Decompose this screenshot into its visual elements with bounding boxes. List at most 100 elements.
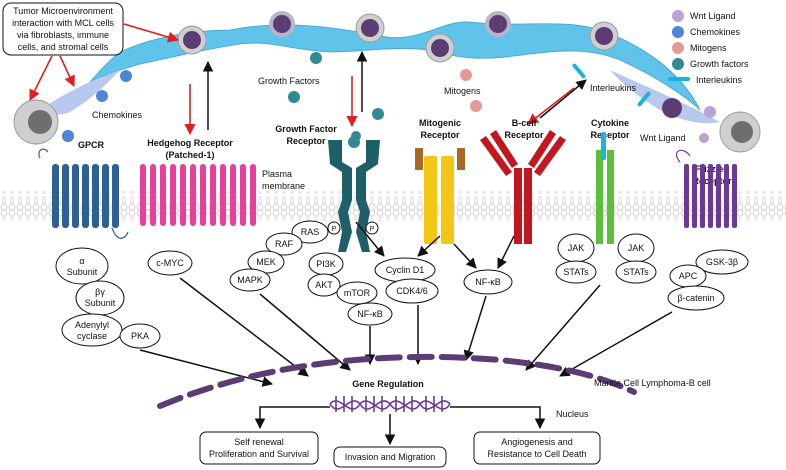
cyclin-d1-node: Cyclin D1 (386, 265, 425, 275)
pink-dot-icon (672, 42, 684, 54)
wnt-signaling: GSK-3β APC β-catenin (667, 249, 749, 311)
raf-node: RAF (275, 239, 294, 249)
note-line-4: cells, and stromal cells (18, 42, 109, 52)
legend-interleukins: Interleukins (696, 75, 743, 85)
mitogenic-label-1: Mitogenic (419, 118, 461, 128)
dna-helix-icon (329, 396, 451, 412)
ras-node: RAS (301, 227, 320, 237)
outcome-arrows (254, 406, 546, 446)
nfkb-node-2: NF-κB (475, 277, 501, 287)
pka-node: PKA (131, 331, 149, 341)
hedgehog-label-2: (Patched-1) (165, 150, 214, 160)
chemokines-label: Chemokines (92, 110, 143, 120)
phospho-left: P (327, 221, 341, 235)
mcl-cell-label: Mantle Cell Lymphoma-B cell (594, 378, 711, 388)
legend-mitogens: Mitogens (690, 43, 727, 53)
invasion-label: Invasion and Migration (345, 452, 436, 462)
angio-1: Angiogenesis and (501, 437, 573, 447)
alpha-subunit-2: Subunit (67, 267, 98, 277)
hedgehog-signaling: c-MYC (147, 250, 193, 276)
nfkb-node-1: NF-κB (357, 309, 383, 319)
cyan-bar-icon (668, 77, 690, 81)
interleukins-label: Interleukins (590, 83, 637, 93)
mitogens-label: Mitogens (444, 86, 481, 96)
hedgehog-label-1: Hedgehog Receptor (147, 138, 233, 148)
mapk-signaling: RAS RAF MEK MAPK (229, 220, 329, 292)
bcr-receptor (480, 130, 566, 244)
apc-node: APC (679, 271, 698, 281)
immune-cell-left (13, 99, 59, 145)
legend-wnt: Wnt Ligand (690, 11, 736, 21)
beta-gamma-2: Subunit (85, 298, 116, 308)
mitogenic-signaling: Cyclin D1 CDK4/6 (374, 257, 439, 304)
cmyc-node: c-MYC (156, 258, 184, 268)
adenylyl-1: Adenylyl (75, 320, 109, 330)
bcr-label-2: Receptor (504, 130, 544, 140)
band-nuclei (177, 11, 682, 118)
bcr-signaling: NF-κB (463, 269, 513, 295)
self-renewal-2: Proliferation and Survival (209, 449, 309, 459)
note-line-3: via fibroblasts, immune (17, 30, 109, 40)
pi3k-signaling: PI3K AKT mTOR NF-κB (307, 252, 393, 326)
beta-gamma-1: βγ (95, 287, 105, 297)
fibroblast-right (610, 70, 720, 124)
wnt-ligand-label: Wnt Ligand (640, 133, 686, 143)
stats-node-1: STATs (563, 267, 589, 277)
beta-catenin-node: β-catenin (677, 293, 714, 303)
gfr-label-1: Growth Factor (275, 124, 337, 134)
gpcr-label: GPCR (78, 140, 105, 150)
outcome-angiogenesis: Angiogenesis and Resistance to Cell Deat… (473, 431, 601, 465)
cytokine-receptor (596, 132, 614, 244)
hedgehog-receptor (140, 164, 256, 226)
mek-node: MEK (256, 257, 276, 267)
cdk46-node: CDK4/6 (396, 286, 428, 296)
legend: Wnt Ligand Chemokines Mitogens Growth fa… (668, 10, 749, 85)
blue-dot-icon (672, 26, 684, 38)
nuclear-membrane (157, 353, 637, 409)
cytokine-label-1: Cytokine (591, 118, 629, 128)
phospho-right-label: P (370, 226, 375, 233)
nucleus-label: Nucleus (556, 409, 589, 419)
bcr-label-1: B-cell (512, 118, 537, 128)
legend-chemokines: Chemokines (690, 27, 741, 37)
mapk-node: MAPK (237, 275, 263, 285)
microenvironment-cells (13, 11, 761, 153)
note-line-2: interaction with MCL cells (12, 18, 114, 28)
legend-growth-factors: Growth factors (690, 59, 749, 69)
plasma-label-1: Plasma (262, 169, 292, 179)
akt-node: AKT (315, 280, 333, 290)
teal-dot-icon (672, 58, 684, 70)
cytokine-label-2: Receptor (590, 130, 630, 140)
outcome-self-renewal: Self renewal Proliferation and Survival (199, 431, 319, 465)
purple-dot-icon (672, 10, 684, 22)
gene-regulation-label: Gene Regulation (352, 379, 424, 389)
top-arrows (29, 23, 587, 136)
phospho-right: P (365, 221, 379, 235)
angio-2: Resistance to Cell Death (487, 449, 586, 459)
jak-node-1: JAK (568, 243, 585, 253)
mtor-node: mTOR (344, 288, 371, 298)
jak-stat-signaling: JAK STATs JAK STATs (555, 233, 657, 284)
gsk3b-node: GSK-3β (706, 257, 738, 267)
phospho-left-label: P (332, 226, 337, 233)
alpha-subunit-1: α (79, 256, 84, 266)
plasma-label-2: membrane (262, 181, 305, 191)
microenvironment-note: Tumor Microenvironment interaction with … (2, 2, 124, 56)
growth-factor-receptor (328, 136, 380, 252)
fibroblast-left (40, 70, 120, 115)
mitogenic-receptor (415, 148, 465, 244)
growth-factors-label: Growth Factors (258, 76, 320, 86)
pi3k-node: PI3K (316, 259, 336, 269)
gfr-label-2: Receptor (286, 136, 326, 146)
note-line-1: Tumor Microenvironment (13, 6, 113, 16)
jak-node-2: JAK (628, 243, 645, 253)
mitogenic-label-2: Receptor (420, 130, 460, 140)
gpcr-signaling: α Subunit βγ Subunit Adenylyl cyclase PK… (55, 247, 161, 349)
plasma-membrane (0, 191, 786, 221)
self-renewal-1: Self renewal (234, 437, 284, 447)
gpcr-receptor (38, 130, 129, 239)
stats-node-2: STATs (623, 267, 649, 277)
frizzled-receptor (675, 149, 737, 228)
adenylyl-2: cyclase (77, 331, 107, 341)
